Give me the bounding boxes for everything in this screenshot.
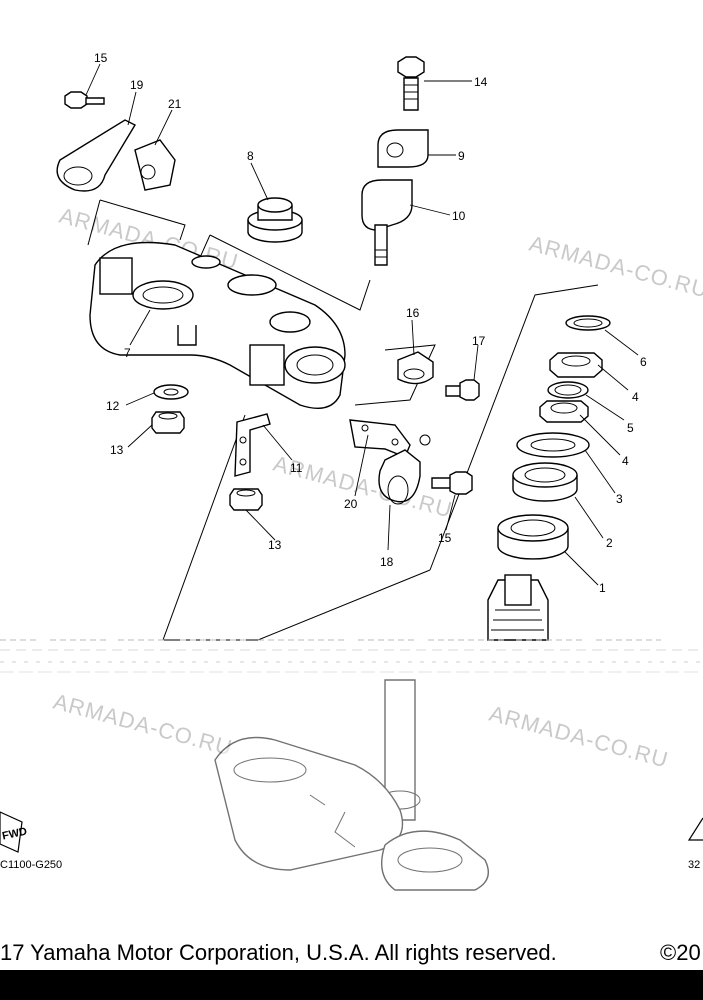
callout-3: 3 xyxy=(616,492,623,506)
callout-18: 18 xyxy=(380,555,394,569)
part-14-bolt xyxy=(397,56,425,111)
part-13-nut-center xyxy=(229,488,263,511)
callout-14: 14 xyxy=(474,75,488,89)
callout-6: 6 xyxy=(640,355,647,369)
copyright-line: 17 Yamaha Motor Corporation, U.S.A. All … xyxy=(0,938,703,970)
callout-13-center: 13 xyxy=(268,538,282,552)
callout-7: 7 xyxy=(124,346,131,360)
fwd-label: FWD xyxy=(1,826,28,843)
callout-16: 16 xyxy=(406,306,420,320)
part-2-bearing xyxy=(512,462,578,502)
watermark: ARMADA-CO.RU xyxy=(51,689,236,761)
part-9-upper-clamp xyxy=(377,129,429,168)
callout-2: 2 xyxy=(606,536,613,550)
part-6-washer xyxy=(565,315,611,331)
callout-9: 9 xyxy=(458,149,465,163)
callout-numbers: 1 2 3 4 5 4 6 7 8 9 10 11 12 13 13 14 15… xyxy=(94,51,647,595)
part-18-cable-guide xyxy=(378,434,431,505)
part-4-ring-nut-upper xyxy=(549,352,603,378)
bottom-black-bar xyxy=(0,970,703,1000)
copyright-year: ©20 xyxy=(660,940,701,965)
callout-19: 19 xyxy=(130,78,144,92)
diagram-code: C1100-G250 xyxy=(0,859,62,871)
part-16-clamp xyxy=(397,351,434,385)
part-11-bracket xyxy=(234,413,271,477)
right-code: 32 xyxy=(688,859,700,871)
callout-5: 5 xyxy=(627,421,634,435)
part-7-upper-bracket xyxy=(89,241,346,409)
callout-20: 20 xyxy=(344,497,358,511)
callout-13-left: 13 xyxy=(110,443,124,457)
callout-21: 21 xyxy=(168,97,182,111)
part-8-nut xyxy=(247,197,303,243)
callout-17: 17 xyxy=(472,334,486,348)
part-15-bolt-upper xyxy=(64,91,105,109)
part-5-lock-washer xyxy=(547,381,589,399)
right-corner-badge xyxy=(687,817,703,841)
part-3-dust-seal xyxy=(516,432,590,458)
copyright-text: 17 Yamaha Motor Corporation, U.S.A. All … xyxy=(0,940,557,965)
callout-15-upper: 15 xyxy=(94,51,108,65)
watermark: ARMADA-CO.RU xyxy=(487,701,672,773)
callout-12: 12 xyxy=(106,399,120,413)
part-15-bolt-lower xyxy=(431,471,473,495)
part-10-lower-holder xyxy=(361,179,413,266)
callout-10: 10 xyxy=(452,209,466,223)
upper-left-hardware xyxy=(56,91,176,192)
fwd-badge: FWD xyxy=(0,811,28,853)
part-17-bolt xyxy=(445,379,480,401)
part-4-ring-nut-lower xyxy=(539,400,589,423)
part-1-bearing xyxy=(497,514,569,560)
callout-8: 8 xyxy=(247,149,254,163)
part-21-clamp xyxy=(134,139,176,191)
callout-15-lower: 15 xyxy=(438,531,452,545)
page-seam xyxy=(0,639,703,673)
bearing-stack xyxy=(487,315,611,641)
part-13-nut-left xyxy=(151,411,185,434)
steering-stem-top xyxy=(487,574,549,641)
leader-lines xyxy=(85,63,639,586)
part-19-bracket xyxy=(56,119,136,192)
callout-11: 11 xyxy=(290,461,303,475)
callout-1: 1 xyxy=(599,581,606,595)
callout-4-upper: 4 xyxy=(632,390,639,404)
lower-bracket-faded xyxy=(214,679,489,891)
callout-4-lower: 4 xyxy=(622,454,629,468)
part-12-washer xyxy=(153,384,189,400)
